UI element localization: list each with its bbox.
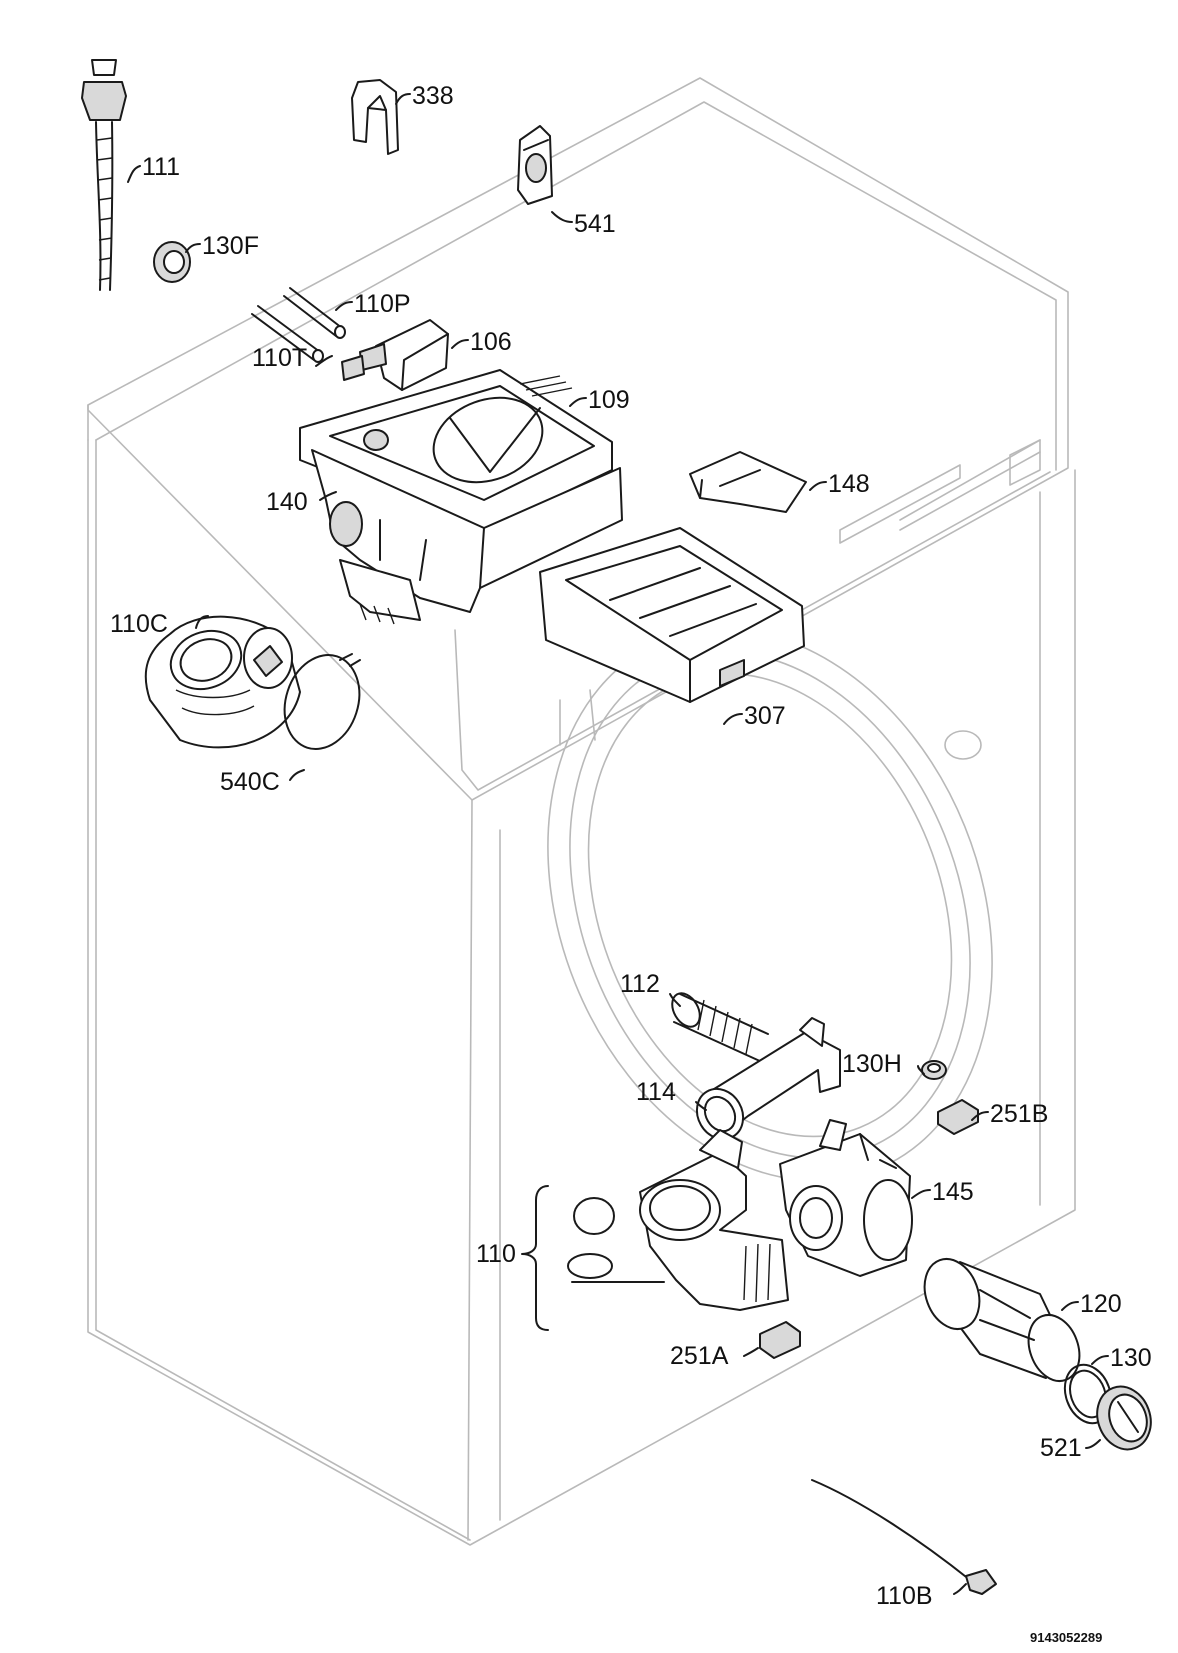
part-120-filter — [923, 1258, 1081, 1382]
leader-lines — [127, 93, 1109, 1595]
part-540C-clamp — [283, 653, 361, 750]
label-540C: 540C — [220, 768, 280, 796]
part-130F-nut — [153, 241, 191, 283]
label-110: 110 — [476, 1240, 516, 1268]
document-number: 9143052289 — [1030, 1630, 1102, 1645]
part-labels: 111 338 541 130F 110P 110T 106 109 140 1… — [110, 82, 1152, 1610]
label-148: 148 — [828, 470, 870, 498]
part-106-valve — [341, 319, 449, 391]
label-106: 106 — [470, 328, 512, 356]
part-251A-clip — [759, 1321, 801, 1359]
part-112-hose — [671, 992, 769, 1063]
part-307-drawer — [539, 527, 805, 703]
label-140: 140 — [266, 488, 308, 516]
part-145-pump — [779, 1119, 913, 1277]
part-110P-tube — [283, 287, 346, 339]
part-111-inlet-hose — [81, 59, 127, 291]
part-110C-bellows — [144, 615, 301, 749]
part-114-pipe — [695, 1017, 841, 1141]
label-130F: 130F — [202, 232, 259, 260]
label-145: 145 — [932, 1178, 974, 1206]
label-521: 521 — [1040, 1434, 1082, 1462]
part-541-cover — [517, 125, 553, 205]
label-114: 114 — [636, 1078, 676, 1106]
label-251A: 251A — [670, 1342, 729, 1370]
part-110B-cable — [811, 1479, 997, 1595]
part-338-hose-clip — [351, 79, 399, 155]
label-110C: 110C — [110, 610, 168, 638]
label-111: 111 — [142, 153, 180, 181]
label-251B: 251B — [990, 1100, 1048, 1128]
label-110B: 110B — [876, 1582, 933, 1610]
part-251B-clip — [937, 1099, 979, 1135]
label-307: 307 — [744, 702, 786, 730]
label-110T: 110T — [252, 344, 307, 372]
part-140-dispenser-housing — [311, 449, 623, 625]
part-110T-tube — [251, 305, 324, 363]
label-109: 109 — [588, 386, 630, 414]
label-130: 130 — [1110, 1344, 1152, 1372]
label-112: 112 — [620, 970, 660, 998]
label-541: 541 — [574, 210, 616, 238]
part-148-cover — [689, 451, 807, 513]
label-110P: 110P — [354, 290, 411, 318]
part-109-dispenser-top — [299, 369, 613, 533]
part-521-plug — [1096, 1385, 1152, 1451]
part-130H-grommet — [921, 1060, 947, 1080]
label-120: 120 — [1080, 1290, 1122, 1318]
label-130H: 130H — [842, 1050, 902, 1078]
washer-cabinet-outline — [87, 77, 1076, 1546]
part-110-sump-hose-group — [521, 1129, 789, 1331]
label-338: 338 — [412, 82, 454, 110]
